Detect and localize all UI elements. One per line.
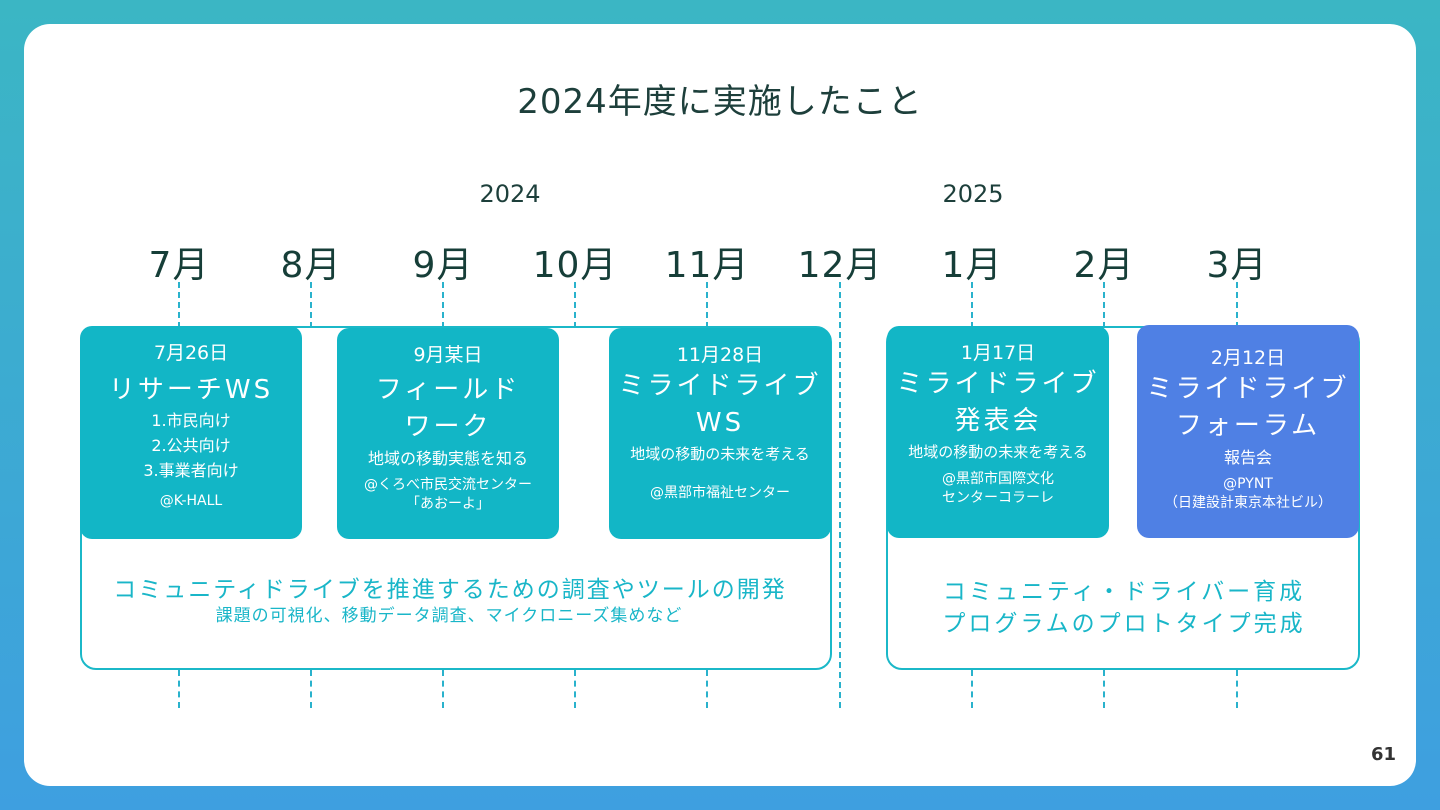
event-date: 11月28日	[676, 344, 764, 366]
event-detail: 1.市民向け	[151, 411, 231, 431]
month-tick	[971, 282, 973, 328]
event-venue: （日建設計東京本社ビル）	[1164, 494, 1332, 511]
month-label: 10月	[532, 245, 618, 286]
page-number: 61	[1370, 744, 1396, 765]
event-card-miraidrive-ws: 11月28日 ミライドライブ WS 地域の移動の未来を考える @黒部市福祉センタ…	[609, 328, 831, 539]
year-label-2025: 2025	[942, 180, 1004, 208]
month-tick	[178, 670, 180, 708]
month-tick	[574, 670, 576, 708]
month-tick	[1103, 670, 1105, 708]
month-tick	[1236, 670, 1238, 708]
month-tick	[310, 670, 312, 708]
event-venue: 「あおーよ」	[406, 495, 490, 512]
event-detail: 報告会	[1223, 448, 1272, 468]
month-tick	[442, 670, 444, 708]
event-detail: 地域の移動の未来を考える	[630, 445, 810, 464]
event-detail: 地域の移動実態を知る	[367, 449, 528, 469]
month-label: 9月	[412, 245, 474, 286]
event-name: ワーク	[404, 412, 492, 443]
event-name: ミライドライブ	[1146, 373, 1350, 404]
event-name: 発表会	[954, 406, 1042, 437]
month-tick	[178, 282, 180, 328]
event-detail: 地域の移動の未来を考える	[908, 443, 1088, 462]
month-tick	[310, 282, 312, 328]
year-divider	[839, 282, 841, 708]
event-card-fieldwork: 9月某日 フィールド ワーク 地域の移動実態を知る @くろべ市民交流センター 「…	[337, 328, 559, 539]
event-date: 1月17日	[960, 342, 1036, 364]
year-label-2024: 2024	[479, 180, 541, 208]
event-venue: センターコラーレ	[942, 490, 1054, 507]
month-label: 8月	[280, 245, 342, 286]
event-card-presentation: 1月17日 ミライドライブ 発表会 地域の移動の未来を考える @黒部市国際文化 …	[887, 326, 1109, 538]
month-tick	[971, 670, 973, 708]
event-name: ミライドライブ	[618, 370, 822, 401]
month-label: 12月	[797, 245, 883, 286]
event-venue: @黒部市国際文化	[942, 471, 1054, 488]
month-label: 2月	[1073, 245, 1135, 286]
month-tick	[442, 282, 444, 328]
event-name: ミライドライブ	[896, 368, 1100, 399]
summary-right-line2: プログラムのプロトタイプ完成	[942, 611, 1306, 637]
month-label: 3月	[1206, 245, 1268, 286]
month-tick	[1236, 282, 1238, 328]
month-tick	[706, 670, 708, 708]
event-date: 9月某日	[413, 344, 483, 366]
event-detail: 3.事業者向け	[143, 461, 239, 481]
event-detail: 2.公共向け	[151, 436, 231, 456]
summary-left-main: コミュニティドライブを推進するための調査やツールの開発	[113, 577, 787, 603]
month-label: 1月	[941, 245, 1003, 286]
summary-right-line1: コミュニティ・ドライバー育成	[942, 579, 1306, 605]
event-venue: @くろべ市民交流センター	[364, 476, 532, 493]
event-venue: @黒部市福祉センター	[650, 485, 790, 502]
month-tick	[574, 282, 576, 328]
month-tick	[1103, 282, 1105, 328]
event-venue: @K-HALL	[159, 492, 223, 509]
summary-left-sub: 課題の可視化、移動データ調査、マイクロニーズ集めなど	[215, 606, 683, 626]
event-date: 7月26日	[153, 342, 229, 364]
event-date: 2月12日	[1210, 347, 1286, 369]
event-venue: @PYNT	[1223, 475, 1273, 492]
month-label: 11月	[664, 245, 750, 286]
month-label: 7月	[148, 245, 210, 286]
event-card-research-ws: 7月26日 リサーチWS 1.市民向け 2.公共向け 3.事業者向け @K-HA…	[80, 326, 302, 539]
event-name: リサーチWS	[108, 374, 274, 405]
month-tick	[706, 282, 708, 328]
slide-title: 2024年度に実施したこと	[517, 82, 923, 122]
event-name: フォーラム	[1175, 411, 1321, 442]
event-name: WS	[695, 408, 745, 439]
event-card-forum: 2月12日 ミライドライブ フォーラム 報告会 @PYNT （日建設計東京本社ビ…	[1137, 325, 1359, 538]
event-name: フィールド	[375, 374, 521, 405]
